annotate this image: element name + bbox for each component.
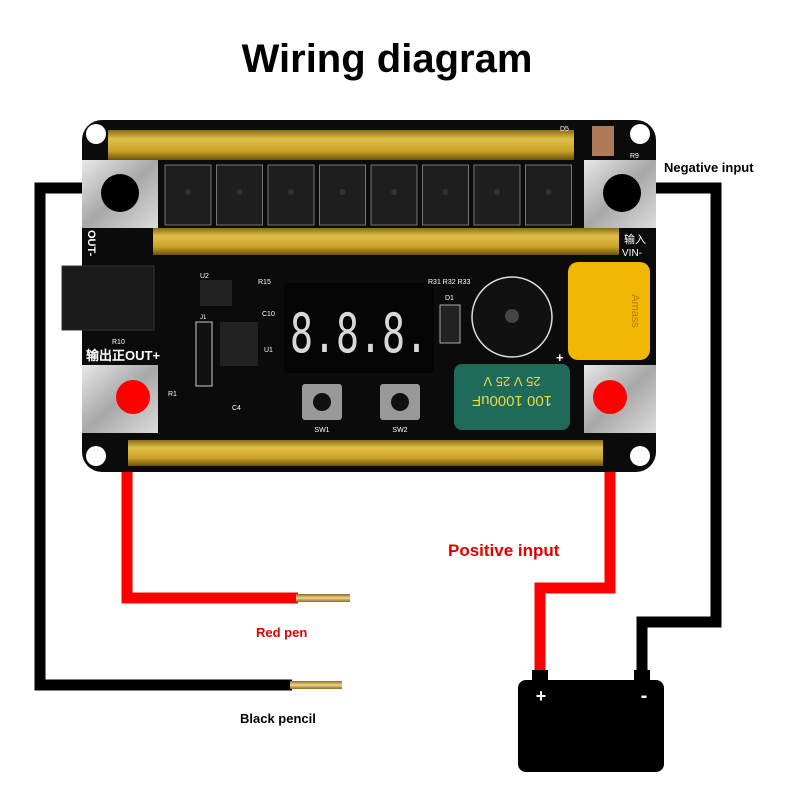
mosfet-dot [442,189,449,195]
label-r1: R1 [168,391,177,398]
terminal-red-right [593,380,627,414]
dc-jack [61,265,155,331]
label-positive-input: Positive input [448,541,560,560]
label-out-plus: 输出正OUT+ [86,348,160,363]
copper-bar-top [108,130,574,160]
display-digits: 8.8.8. [290,302,428,365]
mosfet-dot [288,189,294,195]
chip-u2 [200,280,232,306]
label-r9: R9 [630,153,639,160]
label-c10: C10 [262,311,275,318]
label-c4: C4 [232,405,241,412]
diode-d1 [439,304,461,344]
label-u2: U2 [200,273,209,280]
label-r10: R10 [112,339,125,346]
header-j1 [195,321,213,387]
terminal-red-left [116,380,150,414]
mosfet-dot [339,189,346,195]
mount-hole [630,446,650,466]
capacitor-capacitance: 100 1000uF [472,392,552,409]
label-black-pencil: Black pencil [240,711,316,726]
black-pen-tip [290,681,342,689]
terminal-black-left [101,174,139,212]
copper-bar-bottom [128,440,603,466]
label-j1: J1 [200,315,207,321]
diagram-title: Wiring diagram [242,37,533,81]
mosfet [473,164,521,226]
black-wire-left [34,182,292,691]
capacitor [454,364,570,430]
chip-u1 [220,322,258,366]
label-r31-r33: R31 R32 R33 [428,279,471,286]
label-d5: D5 [560,126,569,133]
mount-hole [86,446,106,466]
led-display [284,283,434,373]
label-plus: + [556,350,564,365]
red-wire-right [534,400,616,682]
battery-plus: + [536,686,547,706]
mosfet-dot [391,189,397,195]
terminal-black-right [603,174,641,212]
smd-resistor [592,126,614,156]
red-pen-tip [296,594,350,602]
copper-bar-middle [153,228,619,255]
label-r15: R15 [258,279,271,286]
mount-hole [630,124,650,144]
capacitor-voltage: 25 V 25 V [483,374,540,389]
mount-hole [86,124,106,144]
spot-welder-board: D5 R9 U2 R15 C10 U1 J1 R1 C4 R10 输出正OUT+… [61,120,656,472]
label-u1: U1 [264,347,273,354]
label-red-pen: Red pen [256,625,307,640]
label-vin-minus: VIN- [622,248,642,259]
mosfet-row [164,164,572,226]
connector-brand: Amass [629,294,641,328]
mosfet-dot [545,189,552,195]
mosfet [164,164,212,226]
label-negative-input: Negative input [664,160,754,175]
xt60-connector [568,262,650,360]
label-out-minus: OUT- [85,230,97,257]
label-sw2: SW2 [392,427,407,434]
mosfet-dot [494,189,500,195]
battery: + - [518,670,664,772]
battery-minus: - [641,685,648,707]
black-wire-right [622,182,722,682]
label-sw1: SW1 [314,427,329,434]
mosfet-dot [236,189,243,195]
label-d1: D1 [445,295,454,302]
mosfet-dot [185,189,191,195]
label-vin: 输入 [624,232,646,246]
